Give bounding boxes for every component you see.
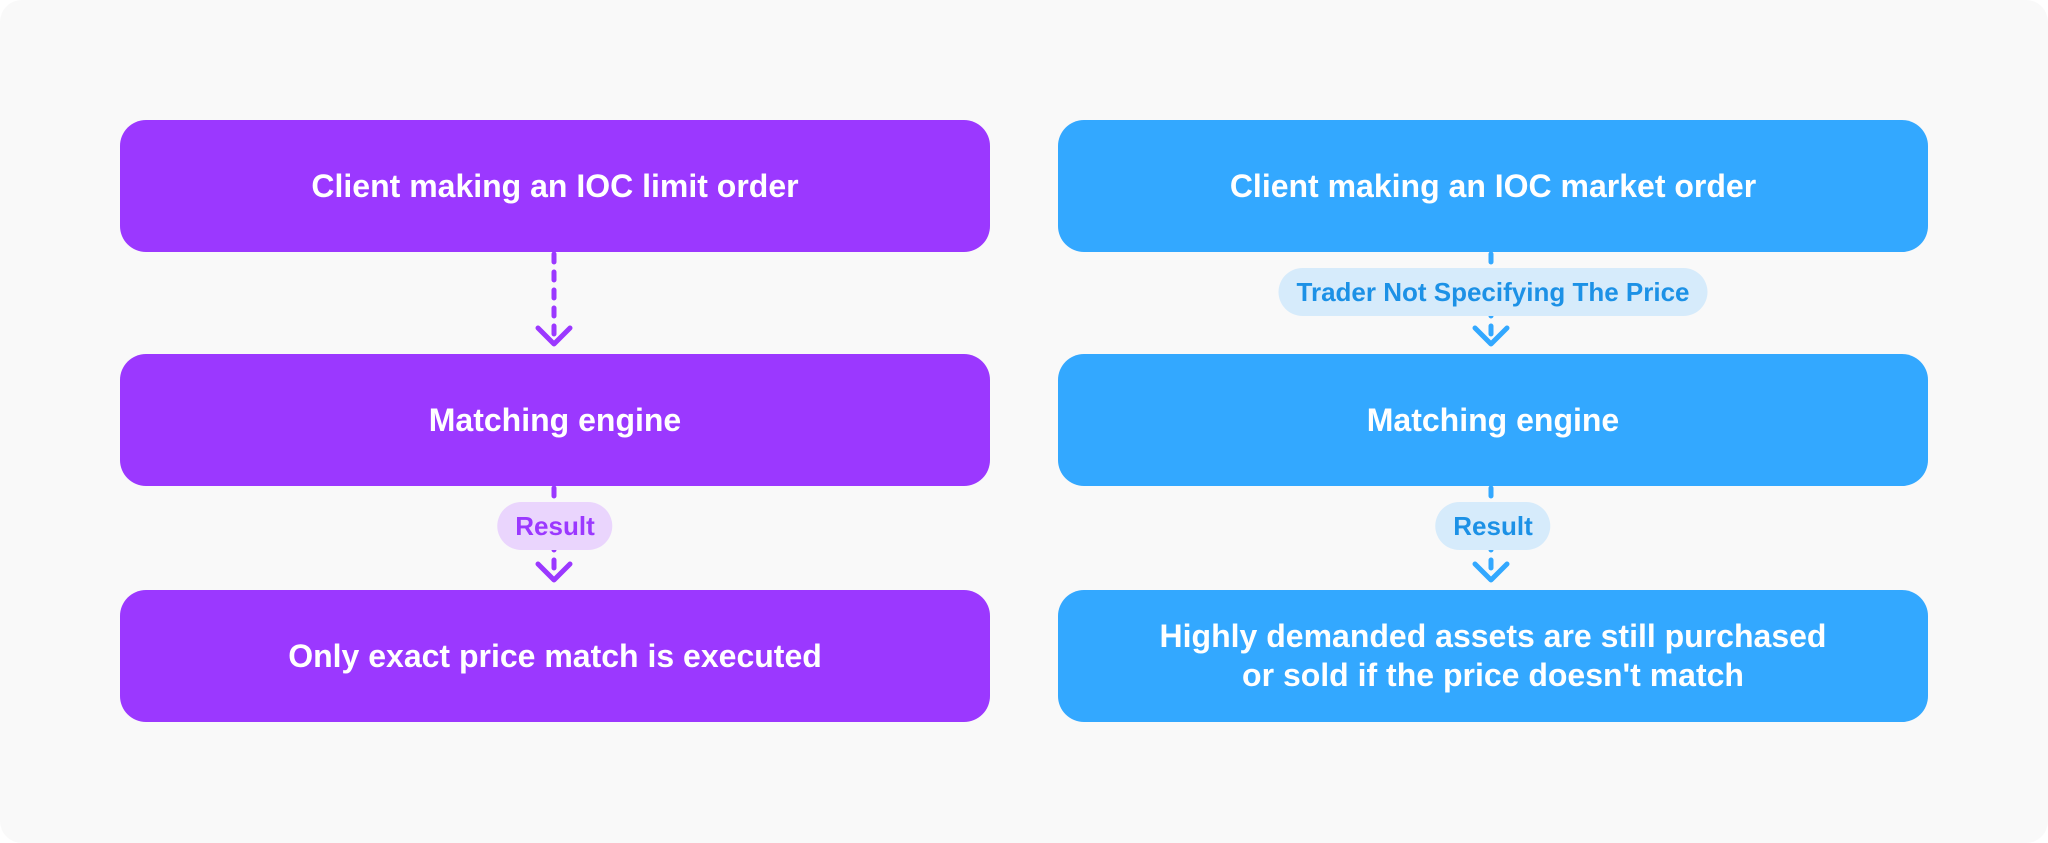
market-order-result-node: Highly demanded assets are still purchas… [1058,590,1928,722]
market-order-result-line-1: Highly demanded assets are still purchas… [1159,618,1827,654]
limit-connector-1 [120,251,990,354]
market-order-result-text: Highly demanded assets are still purchas… [1160,617,1827,695]
limit-order-result-node: Only exact price match is executed [120,590,990,722]
trader-not-specifying-price-label: Trader Not Specifying The Price [1278,268,1708,316]
market-connector-2: Result [1058,485,1928,590]
limit-order-start-node: Client making an IOC limit order [120,120,990,252]
limit-connector-2: Result [120,485,990,590]
limit-matching-engine-node: Matching engine [120,354,990,486]
market-matching-engine-label: Matching engine [1366,401,1620,438]
limit-order-start-label: Client making an IOC limit order [311,167,799,204]
market-order-result-line-2: or sold if the price doesn't match [1242,657,1744,693]
dashed-arrow-down-icon [535,251,573,347]
ioc-market-order-flow: Client making an IOC market order Trader… [1058,120,1928,722]
market-connector-1: Trader Not Specifying The Price [1058,251,1928,354]
limit-matching-engine-label: Matching engine [428,401,682,438]
market-result-label: Result [1435,502,1551,550]
limit-order-result-label: Only exact price match is executed [288,637,822,674]
market-matching-engine-node: Matching engine [1058,354,1928,486]
market-order-start-label: Client making an IOC market order [1229,167,1757,204]
limit-result-label: Result [497,502,613,550]
ioc-limit-order-flow: Client making an IOC limit order Matchin… [120,120,990,722]
market-order-start-node: Client making an IOC market order [1058,120,1928,252]
